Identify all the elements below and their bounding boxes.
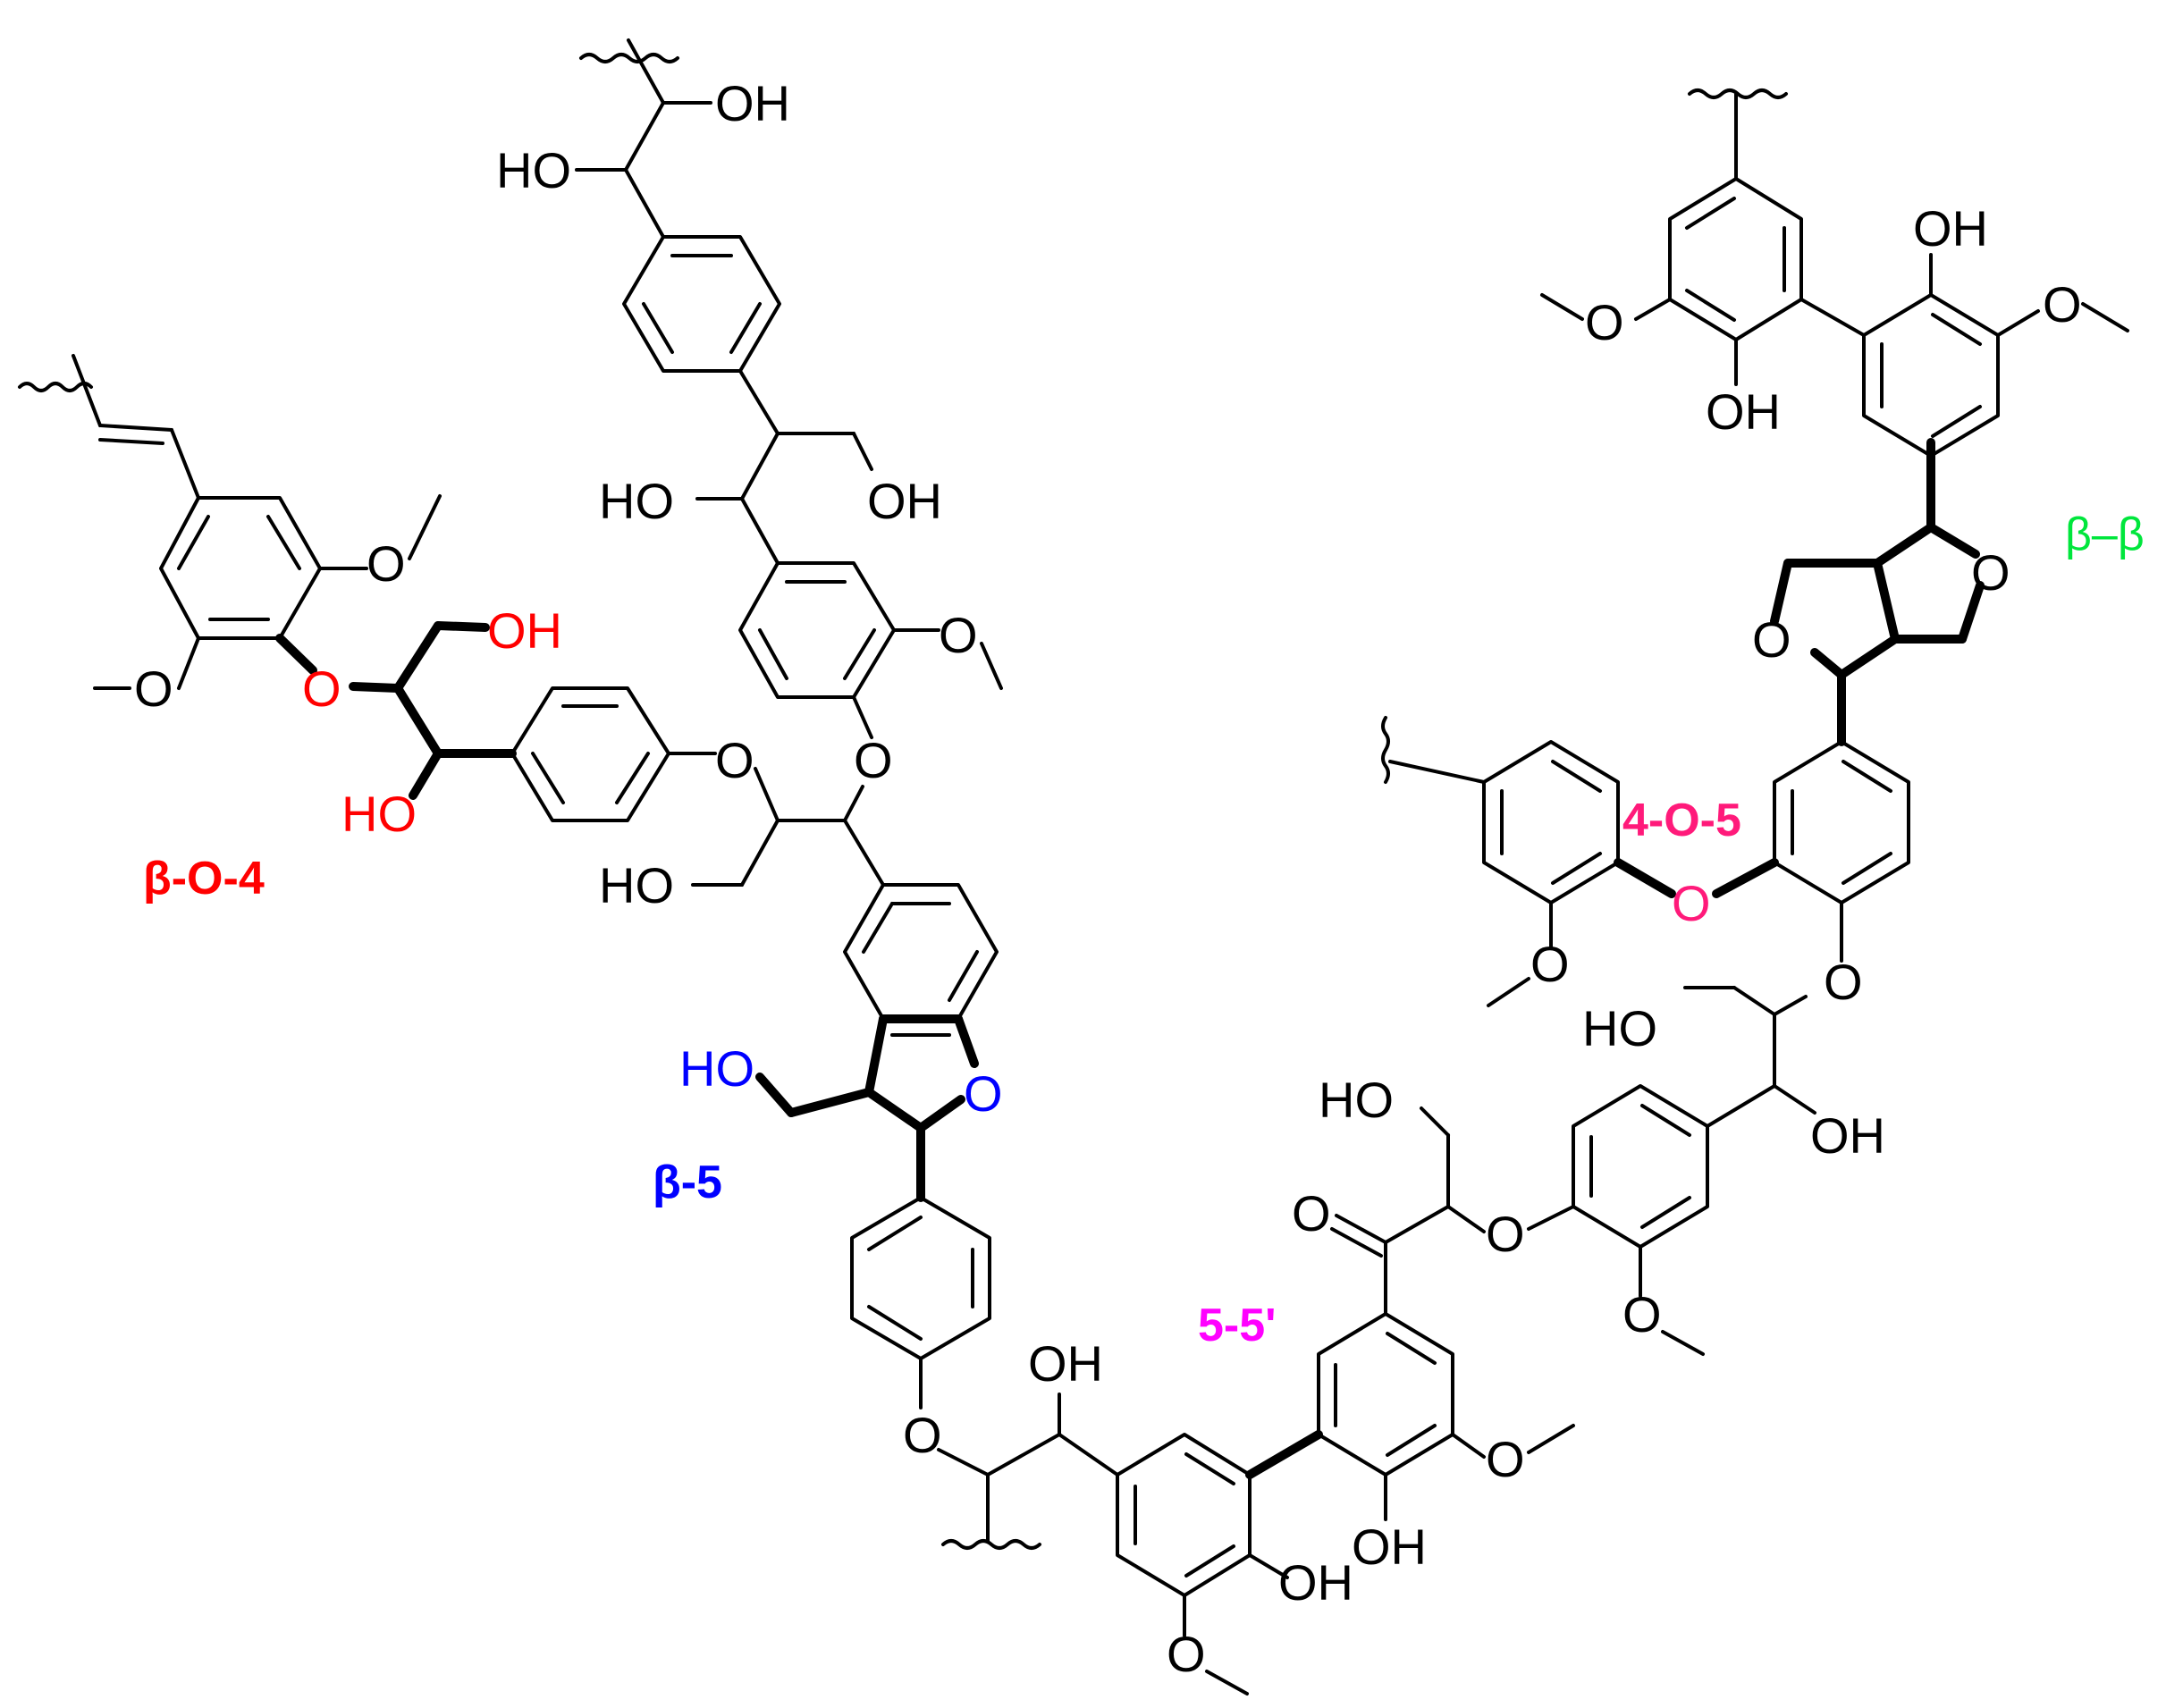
atom-o: O <box>1622 1286 1662 1342</box>
linkage-beta-5 <box>755 1014 979 1202</box>
ring-biphenyl-right <box>1317 1106 1575 1521</box>
atom-o: O <box>1530 936 1570 992</box>
atom-o: O <box>367 535 406 592</box>
atom-ho: HO <box>599 473 674 529</box>
ring-top-right-a <box>1540 88 1803 386</box>
truncation-wavy-1 <box>18 382 93 392</box>
atom-o: O <box>1486 1431 1525 1487</box>
atom-o: O <box>1971 544 2010 601</box>
atom-o: O <box>715 732 754 788</box>
label-5-5: 5-5' <box>1198 1300 1277 1351</box>
atom-o: O <box>939 607 978 663</box>
unit-top-chain <box>575 38 1003 887</box>
linkage-beta-o-4 <box>275 621 517 800</box>
label-beta-5: β-5 <box>653 1157 722 1208</box>
atom-oh: OH <box>867 473 942 529</box>
ring-bottom-middle <box>1116 1433 1289 1695</box>
atom-o: O <box>1292 1185 1331 1241</box>
atom-labels: O O O O O O O O O O O O O O O O O OH HO … <box>134 75 2082 1682</box>
ring-top-right-b <box>1799 253 2129 458</box>
linkage-4-o-5 <box>1614 858 1779 898</box>
atom-ho: HO <box>1319 1072 1394 1128</box>
atom-ho: HO <box>496 142 571 198</box>
truncation-wavy-3 <box>941 1539 1041 1550</box>
ring-4-o-5-left <box>1381 716 1620 1007</box>
ring-phenylene-1 <box>510 686 780 822</box>
atom-ho: HO <box>599 857 674 913</box>
ring-benzofuran <box>843 883 999 1021</box>
ring-phenylene-2 <box>850 1196 1119 1550</box>
atom-ho-blue: HO <box>679 1040 754 1097</box>
atom-oh: OH <box>1278 1554 1353 1611</box>
atom-oh: OH <box>1810 1107 1885 1164</box>
atom-o: O <box>1486 1206 1525 1262</box>
label-4-o-5: 4-O-5 <box>1622 795 1741 846</box>
atom-o-blue: O <box>964 1065 1003 1122</box>
atom-o: O <box>1824 954 1863 1010</box>
truncation-wavy-4 <box>1381 716 1390 784</box>
atom-o-red: O <box>302 660 341 717</box>
atom-o: O <box>2043 276 2082 332</box>
atom-o: O <box>1585 294 1624 350</box>
atom-o: O <box>854 732 893 788</box>
atom-o-pink: O <box>1672 875 1711 931</box>
atom-oh: OH <box>1706 383 1781 440</box>
colored-atom-labels: O OH HO O HO O <box>302 602 1711 1122</box>
atom-oh: OH <box>1028 1335 1103 1392</box>
label-beta-beta: β–β <box>2065 509 2145 560</box>
atom-oh-red: OH <box>487 602 562 659</box>
atom-o: O <box>134 660 173 717</box>
atom-ho: HO <box>1582 1000 1657 1056</box>
ring-guaiacyl-right <box>1572 901 1843 1356</box>
unit-sinapyl-beta-o-4 <box>18 354 442 690</box>
atom-oh: OH <box>1352 1519 1427 1575</box>
truncation-wavy-2 <box>579 53 679 63</box>
atom-ho-red: HO <box>341 786 417 842</box>
linkage-labels: β-O-4 β-5 5-5' 4-O-5 β–β <box>143 509 2145 1351</box>
label-beta-o-4: β-O-4 <box>143 853 265 904</box>
linkage-beta-beta <box>1770 438 1985 746</box>
ring-upper-right <box>1773 740 1910 904</box>
linkage-5-5 <box>1245 1430 1323 1479</box>
atom-oh: OH <box>715 75 790 131</box>
atom-o: O <box>903 1407 942 1463</box>
atom-o: O <box>1752 611 1791 668</box>
atom-o: O <box>1167 1626 1206 1682</box>
atom-oh: OH <box>1913 200 1988 257</box>
